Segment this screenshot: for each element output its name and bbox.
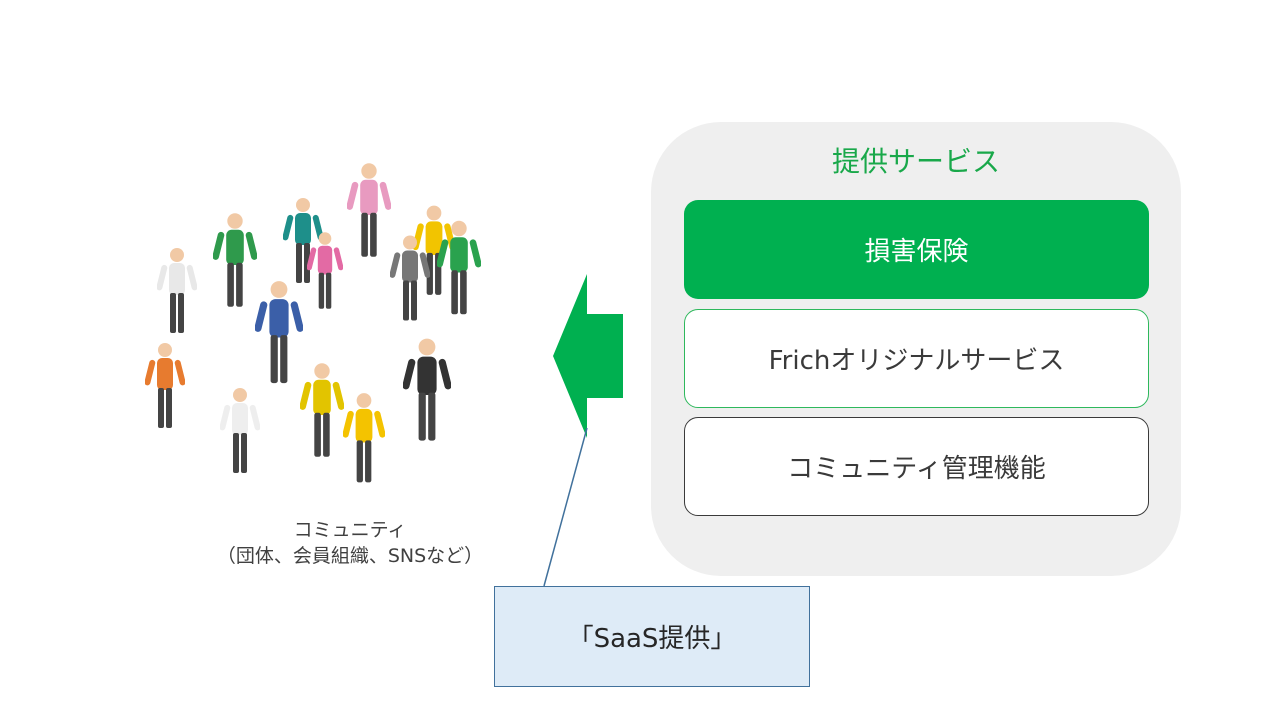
service-insurance: 損害保険 (684, 200, 1149, 299)
services-panel: 提供サービス 損害保険 Frichオリジナルサービス コミュニティ管理機能 (651, 122, 1181, 576)
service-community-management: コミュニティ管理機能 (684, 417, 1149, 516)
person-figure (413, 205, 455, 295)
person-figure (307, 232, 343, 309)
saas-callout: 「SaaS提供」 (494, 586, 810, 687)
service-frich-original: Frichオリジナルサービス (684, 309, 1149, 408)
person-figure (255, 281, 303, 384)
person-figure (347, 163, 391, 257)
person-figure (220, 388, 260, 473)
person-figure (157, 248, 197, 333)
person-figure (403, 338, 451, 441)
person-figure (213, 213, 257, 307)
service-label: Frichオリジナルサービス (768, 346, 1065, 376)
person-figure (300, 363, 344, 457)
saas-label: 「SaaS提供」 (567, 624, 737, 654)
service-label: コミュニティ管理機能 (787, 454, 1046, 484)
community-caption: コミュニティ （団体、会員組織、SNSなど） (190, 517, 510, 569)
person-figure (145, 343, 185, 428)
community-crowd-illustration (145, 163, 481, 483)
person-figure (343, 393, 385, 483)
services-title: 提供サービス (831, 145, 1000, 178)
community-label: コミュニティ (293, 519, 407, 541)
person-figure (437, 220, 481, 315)
service-label: 損害保険 (864, 237, 969, 267)
community-examples: （団体、会員組織、SNSなど） (216, 545, 484, 567)
arrow-left-icon (553, 274, 623, 438)
person-figure (390, 235, 430, 321)
